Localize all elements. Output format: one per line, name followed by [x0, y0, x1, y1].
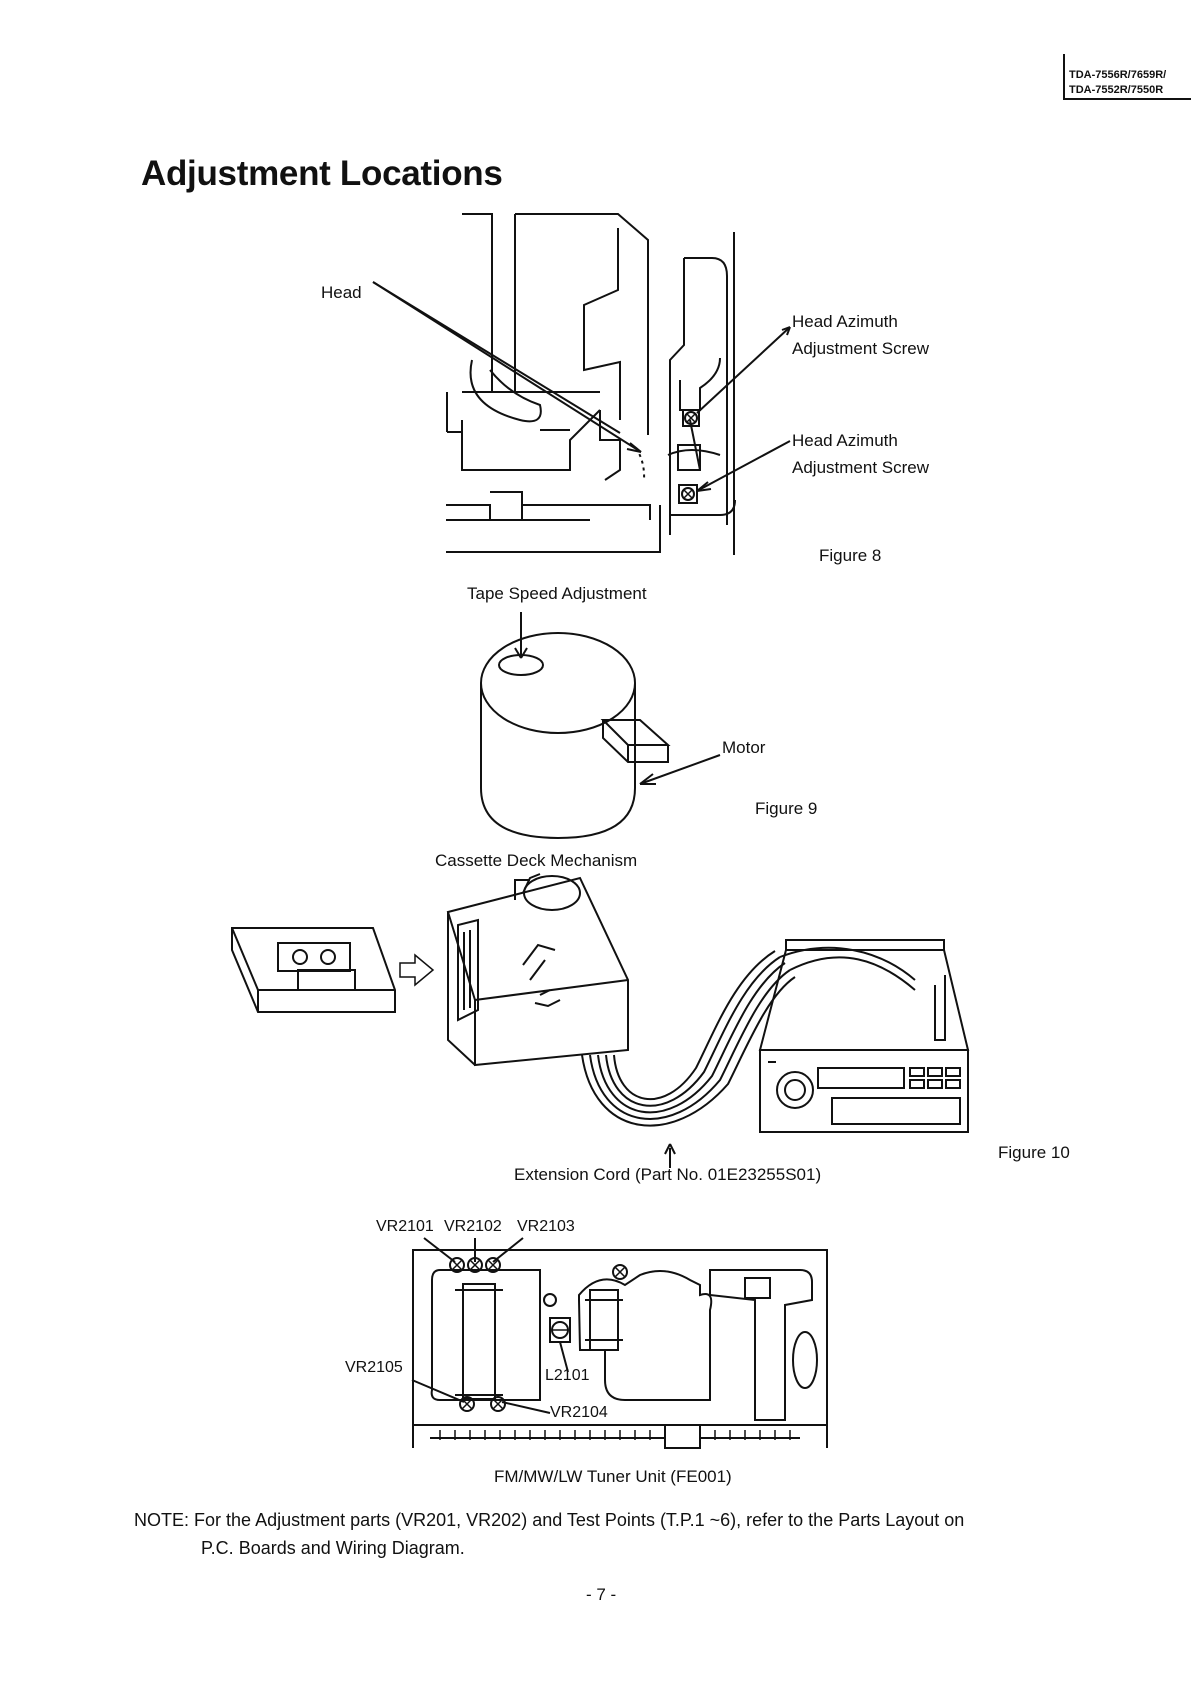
- figure-8-drawing: [373, 214, 790, 555]
- figure-8-caption: Figure 8: [819, 546, 882, 565]
- label-motor: Motor: [722, 738, 766, 757]
- label-vr2104: VR2104: [550, 1404, 608, 1421]
- label-vr2103: VR2103: [517, 1218, 575, 1235]
- figure-9-caption: Figure 9: [755, 799, 818, 818]
- page-number: - 7 -: [586, 1585, 617, 1604]
- model-number-box: TDA-7556R/7659R/ TDA-7552R/7550R: [1063, 54, 1191, 100]
- label-l2101: L2101: [545, 1367, 590, 1384]
- note-block: NOTE: For the Adjustment parts (VR201, V…: [134, 1506, 964, 1562]
- tuner-caption: FM/MW/LW Tuner Unit (FE001): [494, 1467, 732, 1486]
- vr2103-pot: [486, 1258, 500, 1272]
- figure-10-drawing: [232, 874, 968, 1168]
- note-line-1: NOTE: For the Adjustment parts (VR201, V…: [134, 1506, 964, 1534]
- label-tape-speed-adjustment: Tape Speed Adjustment: [467, 584, 647, 603]
- vr2105-pot: [460, 1397, 474, 1411]
- label-cassette-deck-mechanism: Cassette Deck Mechanism: [435, 851, 638, 870]
- header-rule: [1063, 98, 1191, 99]
- label-vr2102: VR2102: [444, 1218, 502, 1235]
- note-text-2: P.C. Boards and Wiring Diagram.: [201, 1538, 465, 1558]
- label-azimuth-screw-upper: Head Azimuth Adjustment Screw: [792, 312, 929, 358]
- note-prefix: NOTE:: [134, 1510, 190, 1530]
- note-text-1: For the Adjustment parts (VR201, VR202) …: [194, 1510, 965, 1530]
- tuner-unit-drawing: [412, 1238, 827, 1448]
- label-vr2105: VR2105: [345, 1359, 403, 1376]
- figure-10-caption: Figure 10: [998, 1143, 1070, 1162]
- vr2104-pot: [491, 1397, 505, 1411]
- model-line-2: TDA-7552R/7550R: [1069, 84, 1164, 96]
- vr-top-pot: [613, 1265, 627, 1279]
- label-head: Head: [321, 283, 362, 302]
- label-azimuth-screw-lower: Head Azimuth Adjustment Screw: [792, 431, 929, 477]
- page-title: Adjustment Locations: [141, 154, 503, 193]
- label-vr2101: VR2101: [376, 1218, 434, 1235]
- figure-9-drawing: [481, 612, 720, 838]
- label-extension-cord: Extension Cord (Part No. 01E23255S01): [514, 1165, 822, 1184]
- model-line-1: TDA-7556R/7659R/: [1069, 69, 1167, 81]
